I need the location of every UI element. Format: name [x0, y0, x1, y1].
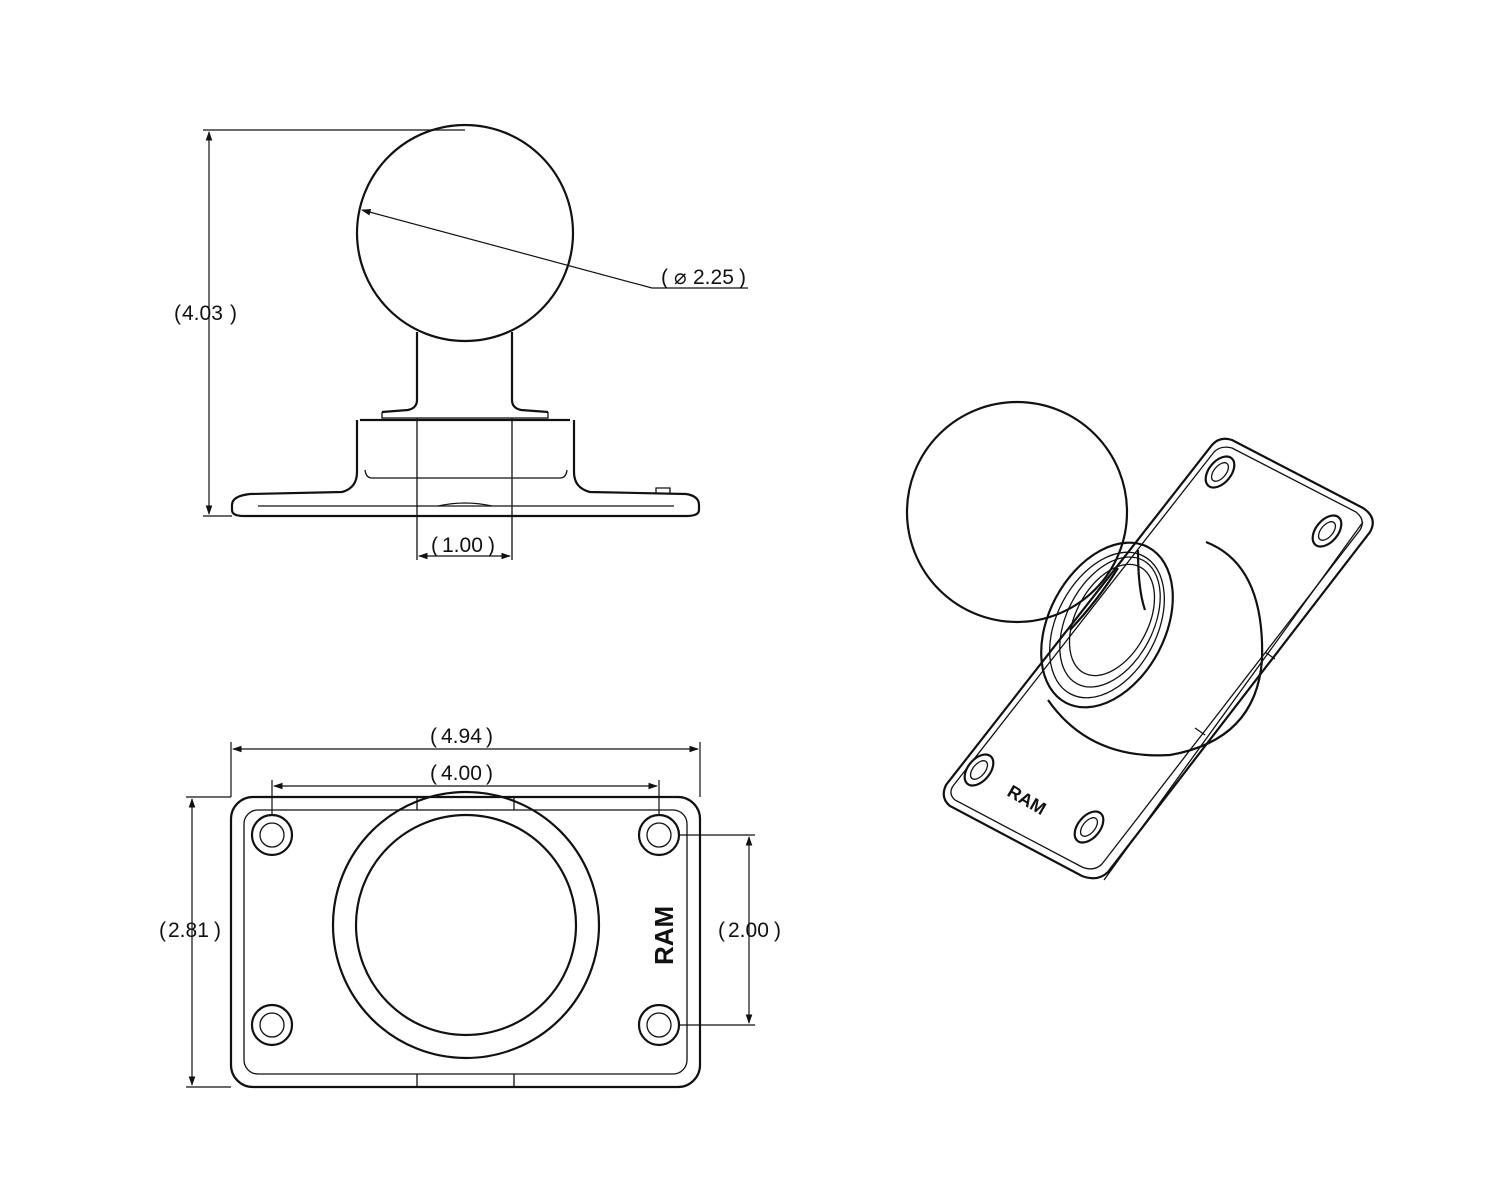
svg-text:(: ( — [661, 266, 668, 289]
boss-outer — [331, 790, 601, 1060]
dim-label-plate-width: 4.94 — [441, 725, 482, 748]
mount-hole — [1311, 514, 1343, 548]
dim-label-ball-diameter: 2.25 — [693, 266, 734, 289]
svg-text:⌀: ⌀ — [674, 266, 687, 289]
svg-text:(: ( — [430, 762, 437, 785]
base-plate-top — [229, 795, 702, 1089]
ball — [355, 123, 575, 343]
svg-text:(: ( — [159, 919, 166, 942]
dim-label-neck-width: 1.00 — [442, 534, 483, 557]
boss-iso — [1040, 541, 1174, 709]
top-view: RAM — [229, 790, 702, 1089]
svg-text:): ) — [486, 762, 493, 785]
neck-right — [510, 332, 549, 414]
svg-text:(: ( — [430, 725, 437, 748]
svg-text:): ) — [488, 534, 495, 557]
brand-logo-iso: RAM — [1004, 781, 1050, 819]
ball-iso — [905, 400, 1129, 624]
svg-text:): ) — [739, 266, 746, 289]
brand-logo-top: RAM — [649, 906, 679, 965]
mount-hole — [250, 813, 294, 857]
neck-left — [381, 332, 419, 414]
mount-hole — [1204, 455, 1236, 489]
boss-inner — [354, 813, 578, 1037]
dim-hole-spacing-x: ( 4.00 ) — [271, 762, 660, 815]
mount-hole — [637, 813, 681, 857]
dim-hole-spacing-y: ( 2.00 ) — [679, 834, 781, 1026]
dim-height-overall: ( 4.03 ) — [174, 129, 465, 517]
isometric-view: RAM — [905, 400, 1374, 881]
base-plate-iso — [942, 437, 1374, 880]
dim-label-plate-height: 2.81 — [168, 919, 209, 942]
side-view — [230, 123, 701, 560]
dim-plate-height: ( 2.81 ) — [159, 796, 231, 1088]
dim-label-hole-spacing-x: 4.00 — [441, 762, 482, 785]
dim-label-hole-spacing-y: 2.00 — [728, 919, 769, 942]
dim-label-height: 4.03 — [182, 302, 223, 325]
svg-text:): ) — [214, 919, 221, 942]
dim-neck-width: ( 1.00 ) — [418, 534, 511, 560]
svg-text:): ) — [486, 725, 493, 748]
dim-label-height-paren: ( — [174, 302, 181, 325]
mount-hole — [1073, 810, 1105, 844]
mount-hole — [637, 1003, 681, 1047]
dim-plate-width: ( 4.94 ) — [230, 725, 701, 797]
mount-hole — [250, 1003, 294, 1047]
svg-text:(: ( — [431, 534, 438, 557]
mount-hole — [963, 753, 995, 787]
base-plate-side — [230, 420, 701, 518]
dim-ball-diameter: ( ⌀ 2.25 ) — [361, 208, 748, 289]
svg-text:(: ( — [718, 919, 725, 942]
svg-text:): ) — [774, 919, 781, 942]
svg-text:): ) — [230, 302, 237, 325]
